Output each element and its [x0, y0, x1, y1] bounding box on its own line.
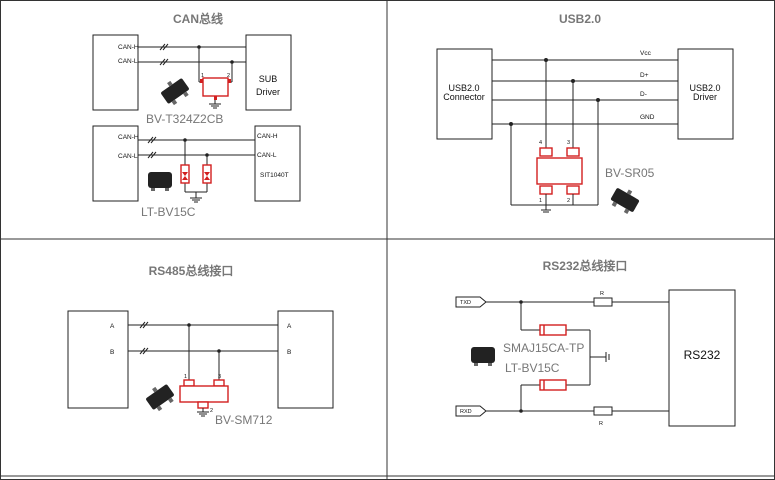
sub-driver-block: [245, 34, 292, 111]
rs485-pin-2: 2: [210, 408, 213, 414]
rs485-a-right: A: [287, 323, 292, 330]
part-lt-bv15c-rs232: LT-BV15C: [505, 361, 560, 375]
part-bv-t324z2cb: BV-T324Z2CB: [146, 112, 223, 126]
txd-label: TXD: [460, 300, 471, 306]
rs485-a-left: A: [110, 323, 115, 330]
rs232-panel: RS232总线接口 TXD RXD R R: [455, 258, 736, 427]
rs232-chip-block: [668, 289, 736, 427]
can-top-pin-1: 1: [201, 73, 204, 79]
sm712-package: [179, 379, 229, 409]
rxd-tag: [455, 405, 487, 417]
tvs-diode-left: [180, 164, 190, 184]
part-lt-bv15c-can: LT-BV15C: [141, 205, 196, 219]
rs485-right-block: [277, 310, 334, 409]
can-panel: CAN总线 SUB Driver CAN-H CAN-L 1 2: [92, 11, 301, 219]
sit1040t-block: [254, 125, 301, 202]
usb-panel: USB2.0 USB2.0 Connector USB2.0 Driver Vc…: [436, 12, 734, 215]
usb-pin-4: 4: [539, 140, 542, 146]
usb-connector-block: [436, 48, 493, 140]
can-bottom-left-block: [92, 125, 139, 202]
sr05-package: [536, 147, 583, 195]
can-h-label-bottom-right: CAN-H: [257, 133, 278, 140]
sit1040t-label: SIT1040T: [260, 172, 289, 179]
sub-driver-label-1: SUB: [259, 74, 278, 84]
can-l-label-top: CAN-L: [118, 58, 138, 65]
rxd-label: RXD: [460, 409, 472, 415]
can-h-label-top: CAN-H: [118, 44, 139, 51]
rs485-panel: RS485总线接口 A B A B 1 3 2: [67, 263, 334, 427]
sot-chip-icon-rs232: [471, 347, 495, 366]
usb-dminus-label: D-: [640, 91, 647, 98]
part-smaj15ca-tp: SMAJ15CA-TP: [503, 341, 584, 355]
usb-driver-label-1: USB2.0: [689, 83, 720, 93]
part-bv-sm712: BV-SM712: [215, 413, 273, 427]
resistor-top: [593, 297, 613, 307]
usb-dplus-label: D+: [640, 72, 649, 79]
sot-chip-icon-rs485: [146, 384, 174, 412]
resistor-top-label: R: [600, 291, 604, 297]
can-l-label-bottom-left: CAN-L: [118, 153, 138, 160]
usb-driver-block: [677, 48, 734, 140]
part-bv-sr05: BV-SR05: [605, 166, 655, 180]
usb-driver-label-2: Driver: [693, 92, 717, 102]
sot-chip-icon-top: [161, 78, 189, 106]
resistor-bottom-label: R: [599, 421, 603, 427]
smaj15ca-diode: [539, 324, 567, 336]
rs485-b-left: B: [110, 349, 114, 356]
usb-vcc-label: Vcc: [640, 50, 652, 57]
usb-pin-2: 2: [567, 198, 570, 204]
usb-pin-3: 3: [567, 140, 570, 146]
usb-gnd-label: GND: [640, 114, 655, 121]
rs485-pin-1: 1: [184, 374, 187, 380]
sot-chip-icon-bottom: [148, 172, 172, 191]
tvs-diode-right: [202, 164, 212, 184]
rs485-title: RS485总线接口: [149, 263, 234, 278]
can-top-pin-2: 2: [227, 73, 230, 79]
can-h-label-bottom-left: CAN-H: [118, 134, 139, 141]
can-l-label-bottom-right: CAN-L: [257, 152, 277, 159]
usb-connector-label-1: USB2.0: [448, 83, 479, 93]
rs232-chip-label: RS232: [684, 348, 721, 362]
lt-bv15c-diode: [539, 379, 567, 391]
rs485-pin-3: 3: [218, 374, 221, 380]
tvs-package-top: [202, 77, 229, 97]
usb-title: USB2.0: [559, 12, 601, 26]
rs485-b-right: B: [287, 349, 291, 356]
sub-driver-label-2: Driver: [256, 87, 280, 97]
usb-connector-label-2: Connector: [443, 92, 485, 102]
resistor-bottom: [593, 406, 613, 416]
usb-pin-1: 1: [539, 198, 542, 204]
can-title: CAN总线: [173, 11, 223, 26]
rs232-title: RS232总线接口: [543, 258, 628, 273]
sot-chip-icon-usb: [610, 188, 640, 215]
txd-tag: [455, 296, 487, 308]
can-top-left-block: [92, 34, 139, 111]
rs485-left-block: [67, 310, 129, 409]
